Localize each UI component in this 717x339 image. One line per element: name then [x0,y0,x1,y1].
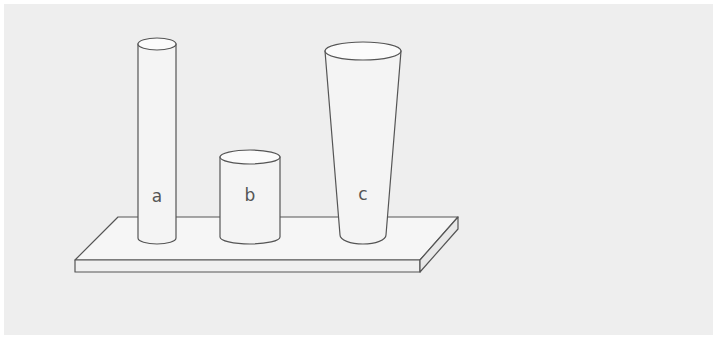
container: a [136,38,178,244]
board-front [75,260,420,272]
container-label: a [152,188,162,205]
board-side [420,217,458,272]
tapered-cup-body [325,51,401,244]
background-panel [4,4,713,335]
container: b [217,150,283,244]
container: c [321,42,405,244]
tall-cylinder [136,38,178,244]
tapered-cup [321,42,405,244]
tall-cylinder-rim [138,38,176,50]
short-cylinder-body [220,157,280,244]
tall-cylinder-body [138,44,176,244]
short-cylinder-rim [220,150,280,164]
container-label: c [358,186,367,203]
tapered-cup-rim [325,42,401,60]
container-label: b [245,187,256,204]
